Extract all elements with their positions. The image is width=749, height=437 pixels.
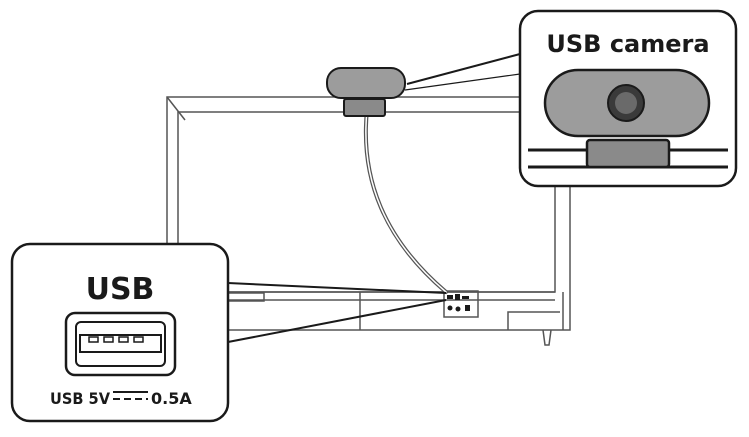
camera-pointer-line-2 [404, 73, 521, 91]
tv-right-lower-step [507, 311, 560, 330]
camera-callout-title: USB camera [546, 30, 709, 58]
port-round-1 [447, 305, 453, 311]
usb-pointer-line-upper [227, 282, 447, 294]
camera-pointer-line [406, 53, 521, 85]
usb-port-inner [75, 321, 166, 367]
camera-callout-mount [585, 138, 671, 169]
camera-lens-inner [615, 92, 637, 114]
usb-pin-1 [88, 336, 99, 343]
tv-stand-leg [542, 329, 552, 346]
port-round-2 [455, 306, 461, 312]
usb-pin-2 [103, 336, 114, 343]
usb-pointer-line-lower [227, 299, 447, 343]
usb-callout-title: USB [86, 272, 155, 307]
port-small-3 [462, 296, 469, 299]
usb-port-outer [64, 311, 177, 377]
dc-symbol-icon [113, 391, 148, 400]
usb-port-tongue [79, 334, 162, 353]
usb-port-small [447, 295, 453, 299]
mounted-camera-body [326, 67, 406, 99]
mounted-camera [326, 67, 406, 117]
mounted-camera-clip [343, 98, 386, 117]
tv-terminal-ports [447, 294, 470, 312]
usb-pin-4 [133, 336, 144, 343]
port-small-4 [465, 305, 470, 311]
usb-callout-box [10, 242, 230, 423]
usb-port-icon [64, 311, 177, 377]
usb-pin-3 [118, 336, 129, 343]
usb-rating-suffix: 0.5A [151, 389, 192, 408]
camera-cable-core [365, 109, 447, 293]
usb-rating-prefix: USB 5V [50, 389, 111, 408]
tv-terminal-panel [443, 290, 479, 318]
usb-callout: USB USB 5V 0.5A [10, 242, 230, 423]
tv-bevel-top-left [166, 96, 186, 121]
port-small-2 [455, 294, 460, 300]
camera-callout: USB camera [518, 9, 738, 188]
